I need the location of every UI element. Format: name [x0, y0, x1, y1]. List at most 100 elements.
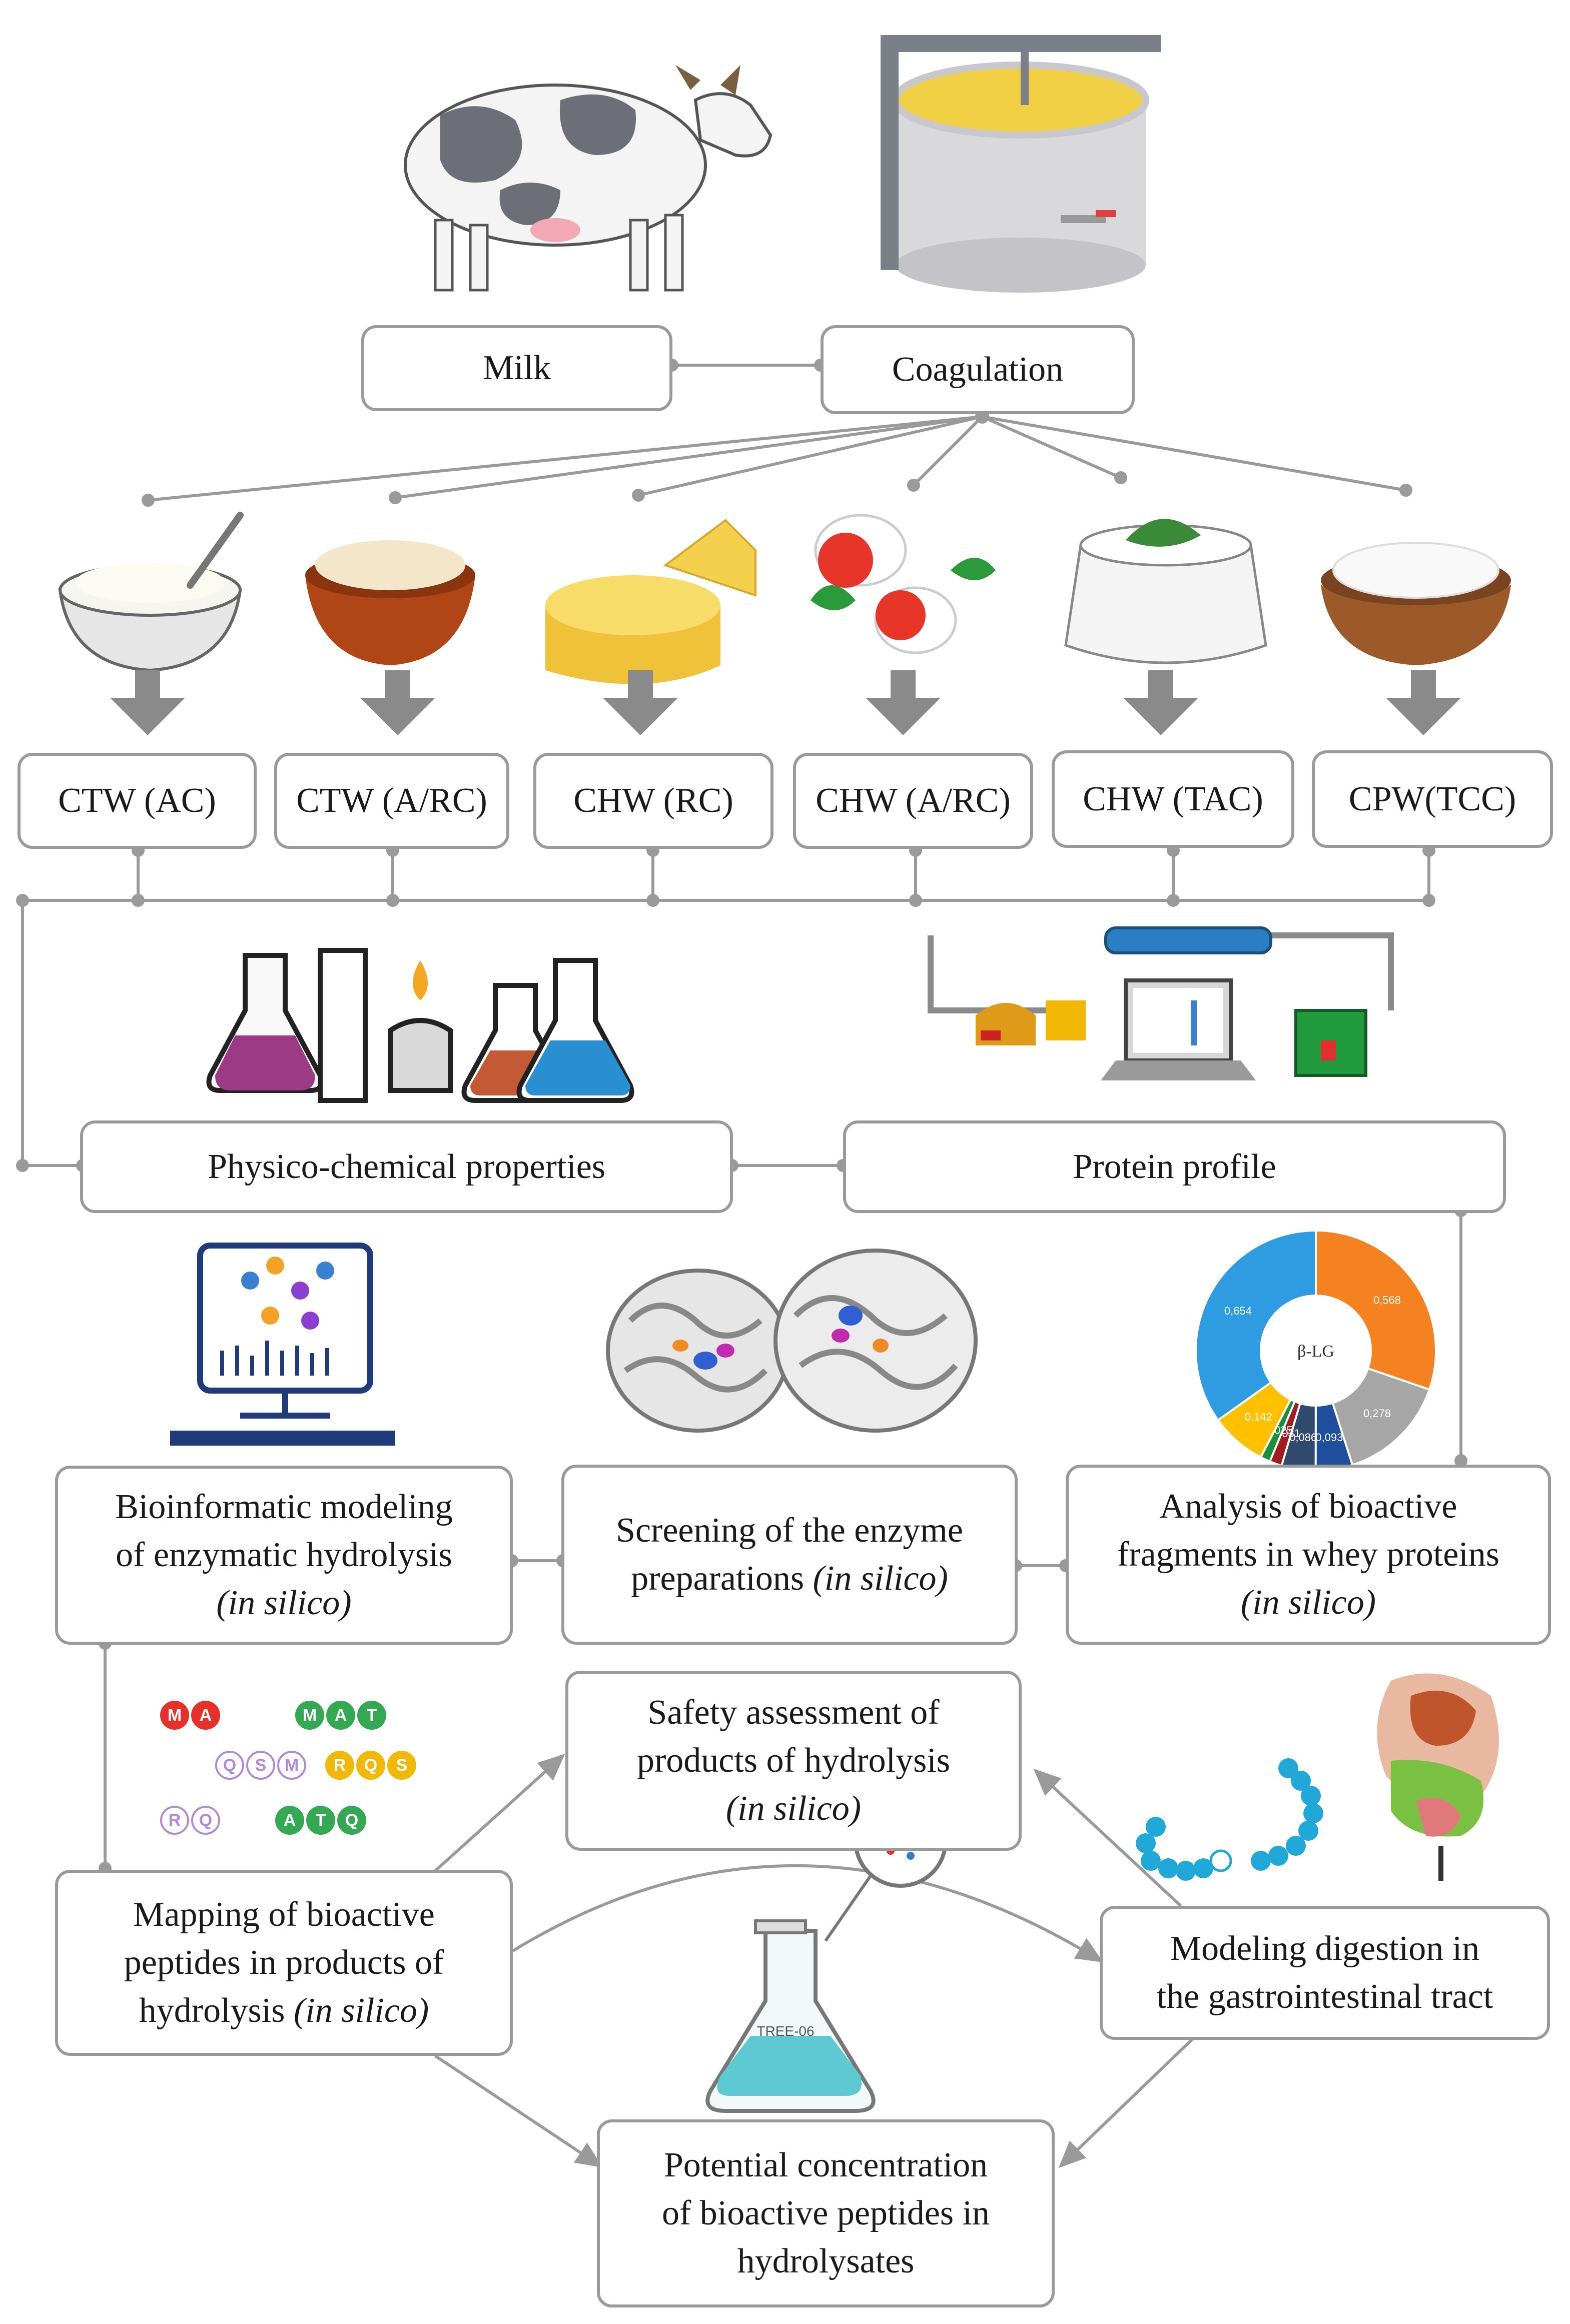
screening-line1: Screening of the enzyme — [616, 1511, 963, 1550]
analysis-line2: fragments in whey proteins — [1117, 1535, 1499, 1574]
donut-center-label: β-LG — [1297, 1342, 1334, 1361]
digestion-line2: the gastrointestinal tract — [1156, 1977, 1493, 2016]
chw-arc-box: CHW (A/RC) — [793, 753, 1033, 849]
safety-line3: (in silico) — [725, 1789, 862, 1828]
flask-label: TREE-06 — [756, 2023, 814, 2039]
peptide-residue: Q — [191, 1806, 220, 1835]
donut-segment-7 — [1195, 1229, 1317, 1422]
hplc-system-illustration — [928, 926, 1394, 1080]
hard-cheese-wheel-illustration — [545, 519, 756, 684]
donut-segment-1 — [1331, 1367, 1431, 1467]
peptide-residue: S — [387, 1751, 416, 1780]
curd-bowl-illustration — [305, 540, 475, 665]
analysis-line1: Analysis of bioactive — [1159, 1487, 1457, 1526]
safety-line2: products of hydrolysis — [636, 1741, 951, 1780]
physico-chemical-label: Physico-chemical properties — [207, 1147, 606, 1186]
potential-line2: of bioactive peptides in — [661, 2194, 990, 2232]
computer-network-illustration — [170, 1243, 395, 1446]
peptide-residue: M — [277, 1751, 306, 1780]
chw-tac-label: CHW (TAC) — [1083, 779, 1263, 818]
donut-segment-label-1: 0,278 — [1363, 1407, 1391, 1420]
screening-line2: preparations — [631, 1559, 813, 1598]
peptide-residue: S — [246, 1751, 275, 1780]
mapping-line2: peptides in products of — [124, 1943, 444, 1982]
peptide-residue: T — [306, 1806, 335, 1835]
coagulation-label: Coagulation — [892, 350, 1064, 389]
bottom-flow-arrows — [434, 1753, 1197, 2168]
protein-profile-label: Protein profile — [1073, 1147, 1276, 1186]
peptide-residue: R — [325, 1751, 354, 1780]
peptide-residue: A — [275, 1806, 304, 1835]
peptide-residue: A — [191, 1701, 220, 1730]
cow-illustration — [404, 65, 772, 292]
cheese-vat-illustration — [881, 35, 1161, 293]
peptide-residue: M — [160, 1701, 189, 1730]
enzyme-structures-illustration — [606, 1249, 978, 1433]
lab-glassware-illustration — [206, 948, 634, 1103]
cpw-tcc-label: CPW(TCC) — [1348, 779, 1516, 818]
bioinformatic-line1: Bioinformatic modeling — [115, 1488, 453, 1526]
enzyme-screening-box: Screening of the enzyme preparations (in… — [561, 1465, 1018, 1645]
peptide-residue: A — [326, 1701, 355, 1730]
chw-tac-box: CHW (TAC) — [1052, 750, 1294, 848]
donut-segment-label-6: 0,142 — [1245, 1411, 1272, 1423]
bioinformatic-modeling-box: Bioinformatic modeling of enzymatic hydr… — [55, 1466, 513, 1645]
ctw-arc-label: CTW (A/RC) — [296, 781, 487, 820]
peptide-residue: M — [295, 1701, 324, 1730]
mozzarella-caprese-illustration — [811, 514, 996, 654]
peptide-residue: Q — [215, 1751, 244, 1780]
screening-in-silico: (in silico) — [813, 1559, 948, 1598]
ctw-ac-label: CTW (AC) — [58, 781, 216, 820]
bioinformatic-line2: of enzymatic hydrolysis — [116, 1536, 452, 1574]
peptide-residue: Q — [356, 1751, 385, 1780]
chw-rc-label: CHW (RC) — [573, 781, 733, 820]
potential-line1: Potential concentration — [663, 2146, 988, 2184]
cream-cheese-bowl-illustration — [1321, 542, 1511, 665]
whey-bus — [16, 844, 1435, 1172]
digestive-system-illustration — [1377, 1673, 1499, 1881]
digestion-line1: Modeling digestion in — [1170, 1929, 1480, 1968]
physico-chemical-box: Physico-chemical properties — [80, 1120, 733, 1213]
mapping-line3: hydrolysis — [139, 1991, 294, 2030]
donut-segment-label-2: 0,093 — [1315, 1431, 1343, 1444]
donut-segment-label-7: 0,654 — [1224, 1305, 1252, 1317]
coagulation-fan-out — [142, 410, 1412, 507]
chw-rc-box: CHW (RC) — [533, 753, 773, 849]
peptide-residue: T — [357, 1701, 386, 1730]
safety-line1: Safety assessment of — [647, 1693, 940, 1732]
coagulation-box: Coagulation — [821, 325, 1135, 414]
cpw-tcc-box: CPW(TCC) — [1312, 750, 1553, 848]
mapping-line1: Mapping of bioactive — [133, 1895, 435, 1934]
potential-concentration-box: Potential concentration of bioactive pep… — [597, 2119, 1055, 2307]
donut-segment-0 — [1315, 1229, 1437, 1391]
milk-box: Milk — [361, 325, 672, 411]
bioinformatic-line3: (in silico) — [216, 1584, 352, 1622]
peptide-chain-illustration — [1136, 1758, 1323, 1881]
analysis-line3: (in silico) — [1240, 1583, 1376, 1622]
beta-lg-donut-chart: 0,5680,2780,0930,0860,0310,0250,1420,654… — [1195, 1229, 1437, 1472]
peptide-residue: R — [160, 1806, 189, 1835]
protein-profile-box: Protein profile — [843, 1120, 1506, 1213]
donut-segment-label-0: 0,568 — [1373, 1294, 1401, 1306]
peptide-residue: Q — [337, 1806, 366, 1835]
bioactive-analysis-box: Analysis of bioactive fragments in whey … — [1066, 1465, 1551, 1645]
ctw-ac-box: CTW (AC) — [18, 753, 257, 849]
ricotta-illustration — [1064, 519, 1267, 664]
mapping-in-silico: (in silico) — [293, 1991, 429, 2030]
mapping-peptides-box: Mapping of bioactive peptides in product… — [55, 1870, 513, 2056]
chw-arc-label: CHW (A/RC) — [816, 781, 1011, 820]
safety-assessment-box: Safety assessment of products of hydroly… — [565, 1671, 1022, 1851]
donut-segment-label-3: 0,086 — [1289, 1431, 1317, 1444]
potential-line3: hydrolysates — [737, 2242, 915, 2280]
cottage-cheese-bowl-illustration — [58, 512, 244, 672]
milk-label: Milk — [482, 349, 551, 387]
modeling-digestion-box: Modeling digestion in the gastrointestin… — [1100, 1906, 1550, 2040]
product-down-arrows — [110, 670, 1461, 735]
